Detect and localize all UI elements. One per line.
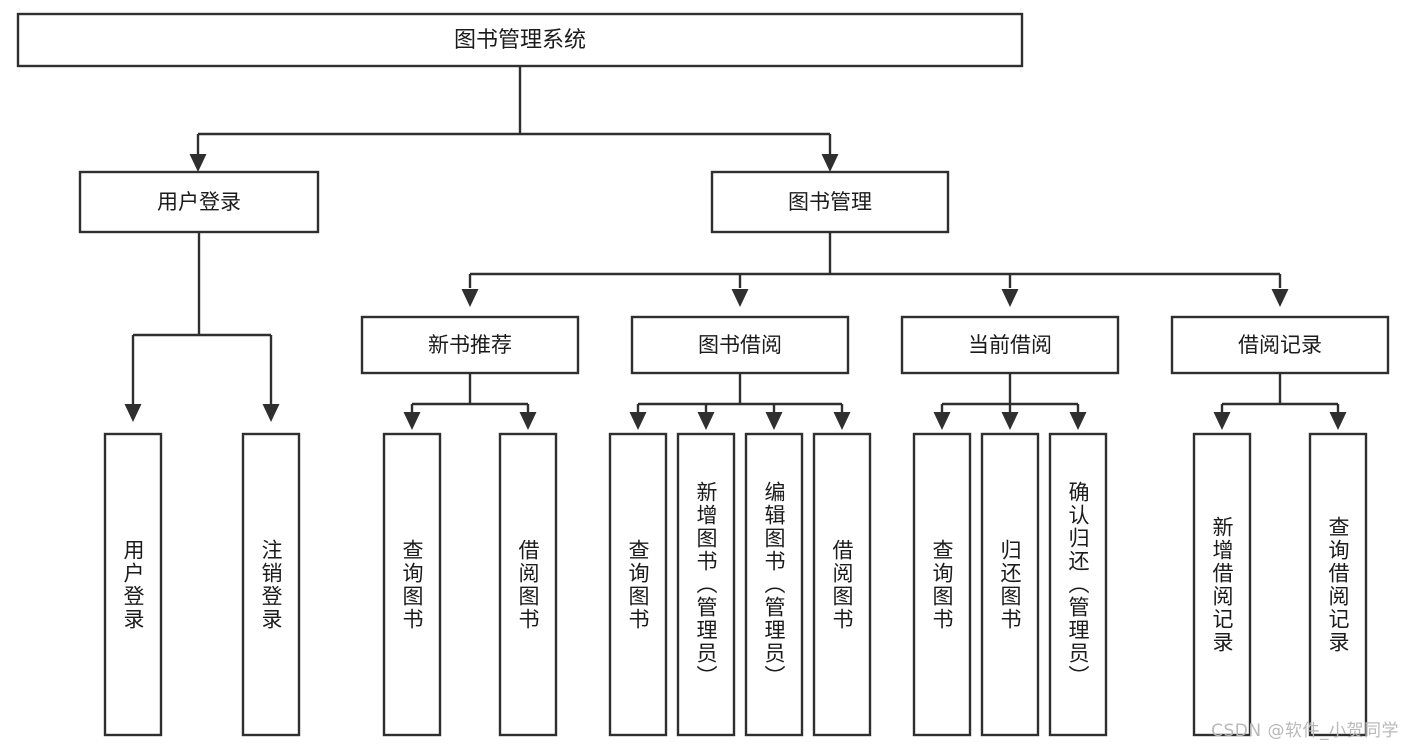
edge-user-login-to-leaves — [124, 232, 280, 422]
arrow-to-leaf-book-borrow-0 — [629, 412, 647, 430]
leaf-box-new-book-rec-1[interactable] — [498, 432, 558, 737]
leaf-box-current-borrow-1[interactable] — [980, 432, 1040, 737]
leaf-box-current-borrow-2[interactable] — [1048, 432, 1108, 737]
node-current-borrow-label: 当前借阅 — [968, 333, 1052, 357]
edge-book-borrow-to-leaves — [629, 373, 851, 430]
leaf-box-book-borrow-3[interactable] — [812, 432, 872, 737]
arrow-to-leaf-book-borrow-3 — [833, 412, 851, 430]
leaf-box-book-borrow-0[interactable] — [608, 432, 668, 737]
node-root[interactable]: 图书管理系统 — [16, 12, 1024, 68]
arrow-to-leaf-borrow-record-1 — [1329, 412, 1347, 430]
edge-current-borrow-to-leaves — [933, 373, 1087, 430]
edge-book-manage-to-level3 — [461, 232, 1289, 307]
node-user-login-box[interactable] — [78, 170, 320, 234]
arrow-to-leaf-current-borrow-2 — [1069, 412, 1087, 430]
arrow-to-book-borrow — [731, 289, 749, 307]
edge-new-book-rec-to-leaves — [403, 373, 537, 430]
leaf-box-borrow-record-0[interactable] — [1192, 432, 1252, 737]
arrow-to-leaf-book-borrow-1 — [697, 412, 715, 430]
arrow-to-leaf-current-borrow-1 — [1001, 412, 1019, 430]
csdn-watermark: CSDN @软件_小贺同学 — [1211, 721, 1399, 741]
arrow-to-leaf-new-book-rec-1 — [519, 412, 537, 430]
arrow-to-borrow-record — [1271, 289, 1289, 307]
leaf-box-current-borrow-0[interactable] — [912, 432, 972, 737]
leaf-box-book-borrow-1[interactable] — [676, 432, 736, 737]
edge-root-to-level2 — [189, 66, 839, 172]
node-new-book-rec[interactable]: 新书推荐 — [360, 315, 580, 375]
arrow-to-current-borrow — [1001, 289, 1019, 307]
edge-borrow-record-to-leaves — [1213, 373, 1347, 430]
leaf-box-borrow-record-1[interactable] — [1308, 432, 1368, 737]
arrow-to-leaf-current-borrow-0 — [933, 412, 951, 430]
arrow-to-leaf-user-login-0 — [124, 404, 142, 422]
leaf-box-user-login-0[interactable] — [103, 432, 163, 737]
arrow-to-new-book-rec — [461, 289, 479, 307]
arrow-to-leaf-user-login-1 — [262, 404, 280, 422]
leaf-box-user-login-1[interactable] — [241, 432, 301, 737]
node-book-manage-label: 图书管理 — [788, 190, 872, 214]
node-new-book-rec-label: 新书推荐 — [428, 333, 512, 357]
arrow-to-leaf-borrow-record-0 — [1213, 412, 1231, 430]
node-current-borrow-box[interactable] — [900, 315, 1120, 375]
arrow-to-leaf-book-borrow-2 — [765, 412, 783, 430]
node-borrow-record-label: 借阅记录 — [1238, 333, 1322, 357]
arrow-to-user-login — [189, 154, 207, 172]
node-borrow-record[interactable]: 借阅记录 — [1170, 315, 1390, 375]
node-book-borrow-label: 图书借阅 — [698, 333, 782, 357]
leaf-box-book-borrow-2[interactable] — [744, 432, 804, 737]
node-book-manage[interactable]: 图书管理 — [710, 170, 950, 234]
node-book-borrow[interactable]: 图书借阅 — [630, 315, 850, 375]
node-root-box[interactable] — [16, 12, 1024, 68]
arrow-to-book-manage — [821, 154, 839, 172]
node-new-book-rec-box[interactable] — [360, 315, 580, 375]
node-root-label: 图书管理系统 — [454, 28, 586, 53]
node-user-login[interactable]: 用户登录 — [78, 170, 320, 234]
node-user-login-label: 用户登录 — [157, 190, 241, 214]
leaf-box-new-book-rec-0[interactable] — [382, 432, 442, 737]
arrow-to-leaf-new-book-rec-0 — [403, 412, 421, 430]
node-current-borrow[interactable]: 当前借阅 — [900, 315, 1120, 375]
